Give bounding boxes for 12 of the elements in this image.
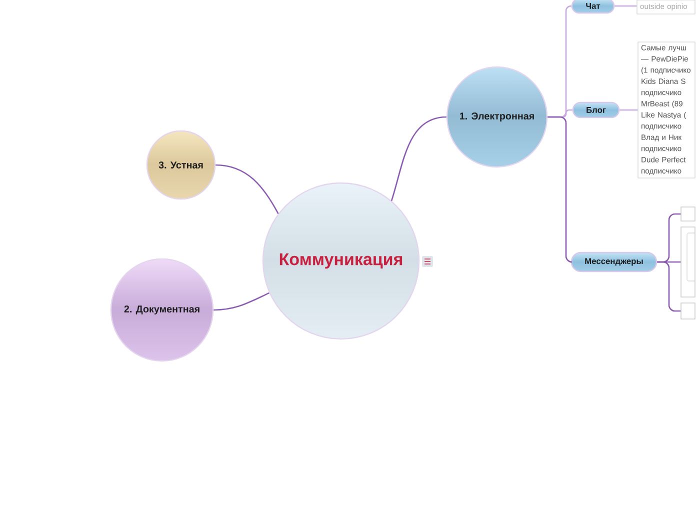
connector-line — [548, 116, 573, 263]
connector-line — [620, 109, 638, 111]
connector-line — [614, 5, 637, 7]
connector-line — [216, 164, 279, 214]
subtopic-pill: Блог — [572, 102, 620, 118]
empty-box — [680, 302, 696, 320]
connector-line — [214, 292, 270, 311]
subtopic-pill: Мессенджеры — [570, 252, 658, 272]
connector-line — [390, 116, 446, 201]
empty-box — [680, 206, 696, 222]
subtopic-pill: Чат — [571, 0, 615, 14]
empty-box — [680, 226, 696, 298]
